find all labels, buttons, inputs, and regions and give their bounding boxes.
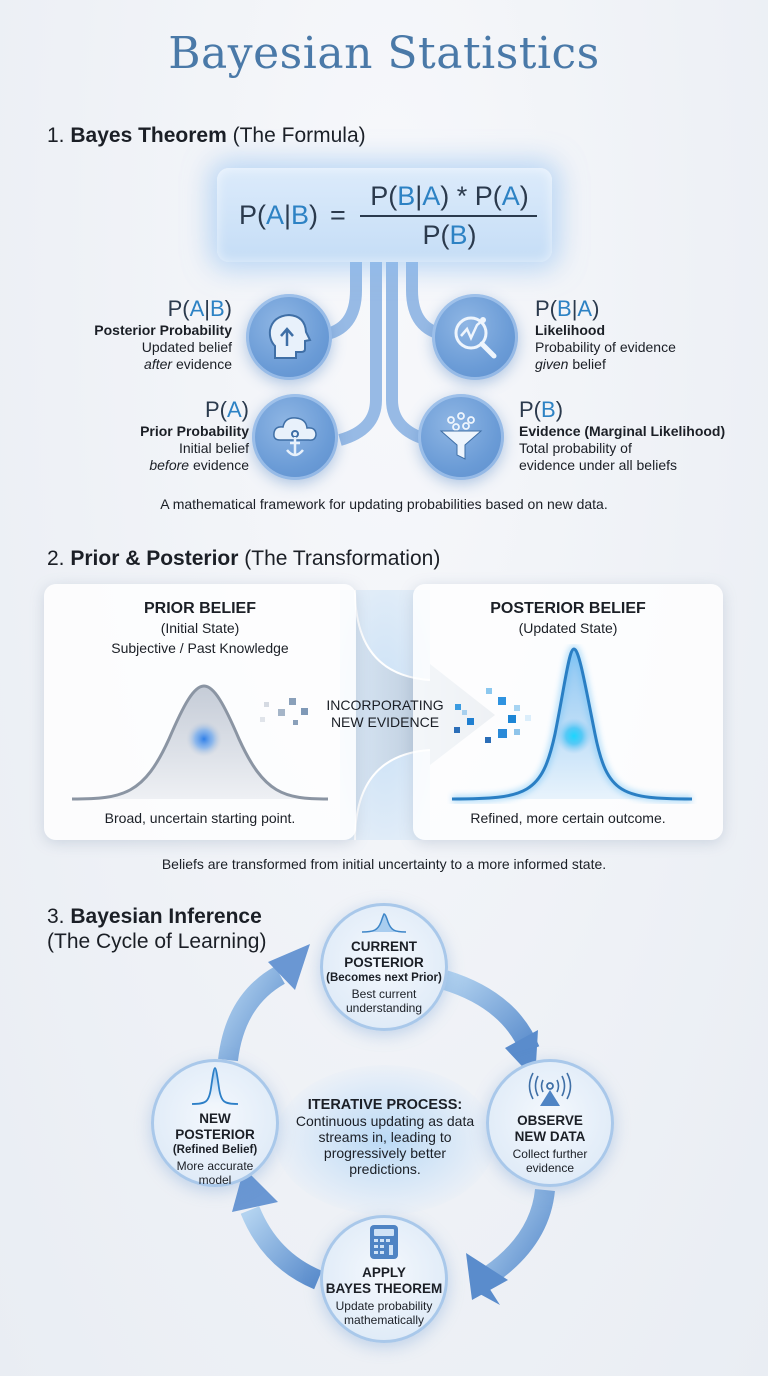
cloud-anchor-icon (273, 417, 317, 457)
cycle-node-new-posterior: NEW POSTERIOR (Refined Belief) More accu… (151, 1059, 279, 1187)
term-likelihood: P(B|A) Likelihood Probability of evidenc… (535, 296, 755, 373)
section-number: 1. (47, 124, 65, 147)
section-1-heading: 1. Bayes Theorem (The Formula) (47, 123, 366, 148)
fraction-bar (360, 215, 537, 217)
section-2-caption: Beliefs are transformed from initial unc… (161, 856, 607, 872)
term-desc: Initial belief (178, 440, 249, 456)
broad-bell-curve-icon (71, 684, 329, 801)
term-prior: P(A) Prior Probability Initial belief be… (60, 397, 249, 474)
term-name: Prior Probability (140, 423, 249, 439)
page-title: Bayesian Statistics (168, 28, 600, 79)
likelihood-icon-circle (432, 294, 518, 380)
term-desc-2: before evidence (149, 457, 249, 473)
posterior-caption: Refined, more certain outcome. (470, 810, 666, 826)
term-symbol: P(B) (519, 397, 564, 422)
evidence-particles-left (260, 698, 308, 725)
term-desc-2: given belief (535, 356, 606, 372)
cycle-node-apply-bayes: APPLY BAYES THEOREM Update probability m… (320, 1215, 448, 1343)
posterior-icon-circle (246, 294, 332, 380)
formula-numerator: P(B|A) * P(A) (370, 181, 529, 211)
prior-subtitle: (Initial State) (160, 620, 240, 636)
cycle-arrows (218, 944, 555, 1305)
prior-icon-circle (252, 394, 338, 480)
evidence-icon-circle (418, 394, 504, 480)
prior-caption: Broad, uncertain starting point. (104, 810, 296, 826)
section-title-bold: Bayes Theorem (70, 124, 227, 147)
formula-equals: = (330, 200, 346, 230)
narrow-bell-curve-icon (191, 1067, 239, 1105)
formula-lhs: P(A|B) (239, 200, 319, 230)
section-1-caption: A mathematical framework for updating pr… (160, 496, 608, 512)
evidence-particles-right (454, 688, 531, 743)
antenna-signal-icon (528, 1072, 572, 1106)
term-name: Posterior Probability (94, 322, 232, 338)
term-desc: Total probability of (519, 440, 632, 456)
magnifier-chart-icon (454, 316, 497, 359)
section-2-heading: 2. Prior & Posterior (The Transformation… (47, 547, 441, 570)
funnel-icon (439, 412, 483, 460)
head-arrow-up-icon (268, 313, 312, 359)
section-title-rest: (The Formula) (232, 124, 366, 147)
iterative-process-note: ITERATIVE PROCESS: Continuous updating a… (295, 1097, 475, 1177)
term-desc-2: after evidence (144, 356, 232, 372)
calculator-icon (370, 1225, 398, 1259)
term-desc: Probability of evidence (535, 339, 676, 355)
bayes-formula: P(A|B) = P(B|A) * P(A) P(B) (217, 168, 552, 262)
prior-title: PRIOR BELIEF (143, 600, 256, 617)
term-symbol: P(B|A) (535, 296, 600, 321)
cycle-node-current-posterior: CURRENT POSTERIOR (Becomes next Prior) B… (320, 903, 448, 1031)
term-symbol: P(A|B) (167, 296, 232, 321)
term-evidence: P(B) Evidence (Marginal Likelihood) Tota… (519, 397, 759, 474)
term-name: Likelihood (535, 322, 605, 338)
term-posterior: P(A|B) Posterior Probability Updated bel… (60, 296, 232, 373)
section-3-heading: 3. Bayesian Inference (The Cycle of Lear… (47, 905, 267, 953)
term-desc-2: evidence under all beliefs (519, 457, 677, 473)
posterior-title: POSTERIOR BELIEF (490, 600, 646, 617)
bell-curve-icon (361, 913, 407, 933)
incorporating-evidence-label: INCORPORATING NEW EVIDENCE (326, 697, 444, 730)
term-desc: Updated belief (141, 339, 232, 355)
formula-denominator: P(B) (422, 220, 477, 250)
term-name: Evidence (Marginal Likelihood) (519, 423, 726, 439)
cycle-node-observe-data: OBSERVE NEW DATA Collect further evidenc… (486, 1059, 614, 1187)
prior-belief-card: PRIOR BELIEF (Initial State) Subjective … (44, 584, 356, 840)
prior-note: Subjective / Past Knowledge (111, 640, 289, 656)
posterior-subtitle: (Updated State) (518, 620, 618, 636)
term-symbol: P(A) (204, 397, 249, 422)
narrow-bell-curve-icon (451, 644, 693, 803)
center-glow (275, 1065, 495, 1215)
